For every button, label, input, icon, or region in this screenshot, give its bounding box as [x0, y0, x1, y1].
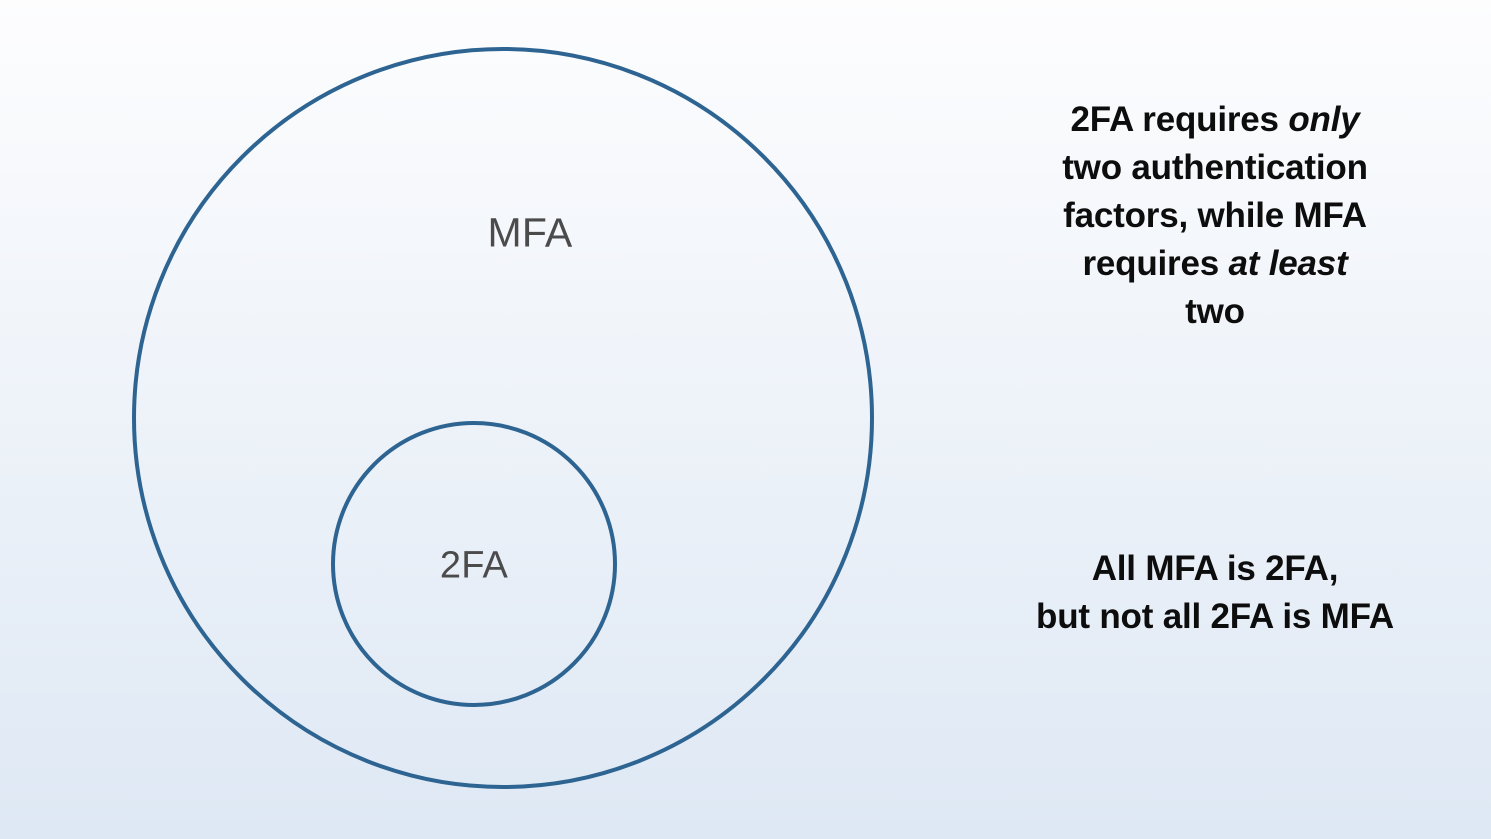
2fa-inner-circle — [331, 421, 617, 707]
annotations-panel: 2FA requires only two authentication fac… — [930, 0, 1491, 839]
definition-line4-emphasis: at least — [1228, 244, 1348, 283]
definition-line3: factors, while MFA — [1063, 196, 1367, 235]
definition-annotation: 2FA requires only two authentication fac… — [980, 96, 1450, 336]
venn-diagram-svg — [132, 47, 874, 789]
relationship-annotation: All MFA is 2FA, but not all 2FA is MFA — [980, 545, 1450, 641]
2fa-circle-label: 2FA — [439, 544, 509, 587]
mfa-outer-circle — [132, 47, 874, 789]
definition-line5: two — [1185, 292, 1245, 331]
definition-line1-emphasis: only — [1288, 100, 1360, 139]
venn-diagram: MFA 2FA — [132, 47, 874, 789]
relationship-line2: but not all 2FA is MFA — [1036, 597, 1394, 636]
definition-line4-prefix: requires — [1082, 244, 1229, 283]
definition-line1-prefix: 2FA requires — [1070, 100, 1289, 139]
definition-line2: two authentication — [1062, 148, 1368, 187]
relationship-line1: All MFA is 2FA, — [1091, 549, 1339, 588]
mfa-circle-label: MFA — [487, 209, 573, 256]
